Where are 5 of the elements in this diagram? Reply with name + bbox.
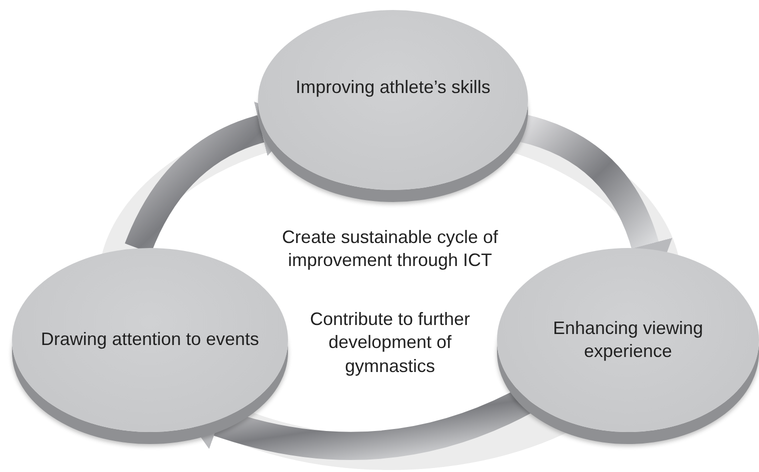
center-text: Create sustainable cycle of improvement through ICT	[280, 226, 500, 272]
node-label: Enhancing viewing experience	[552, 316, 704, 363]
node-label: Drawing attention to events	[40, 328, 260, 352]
node-label: Improving athlete’s skills	[296, 76, 490, 99]
center-text: Contribute to further development of gymnastics	[308, 308, 472, 378]
